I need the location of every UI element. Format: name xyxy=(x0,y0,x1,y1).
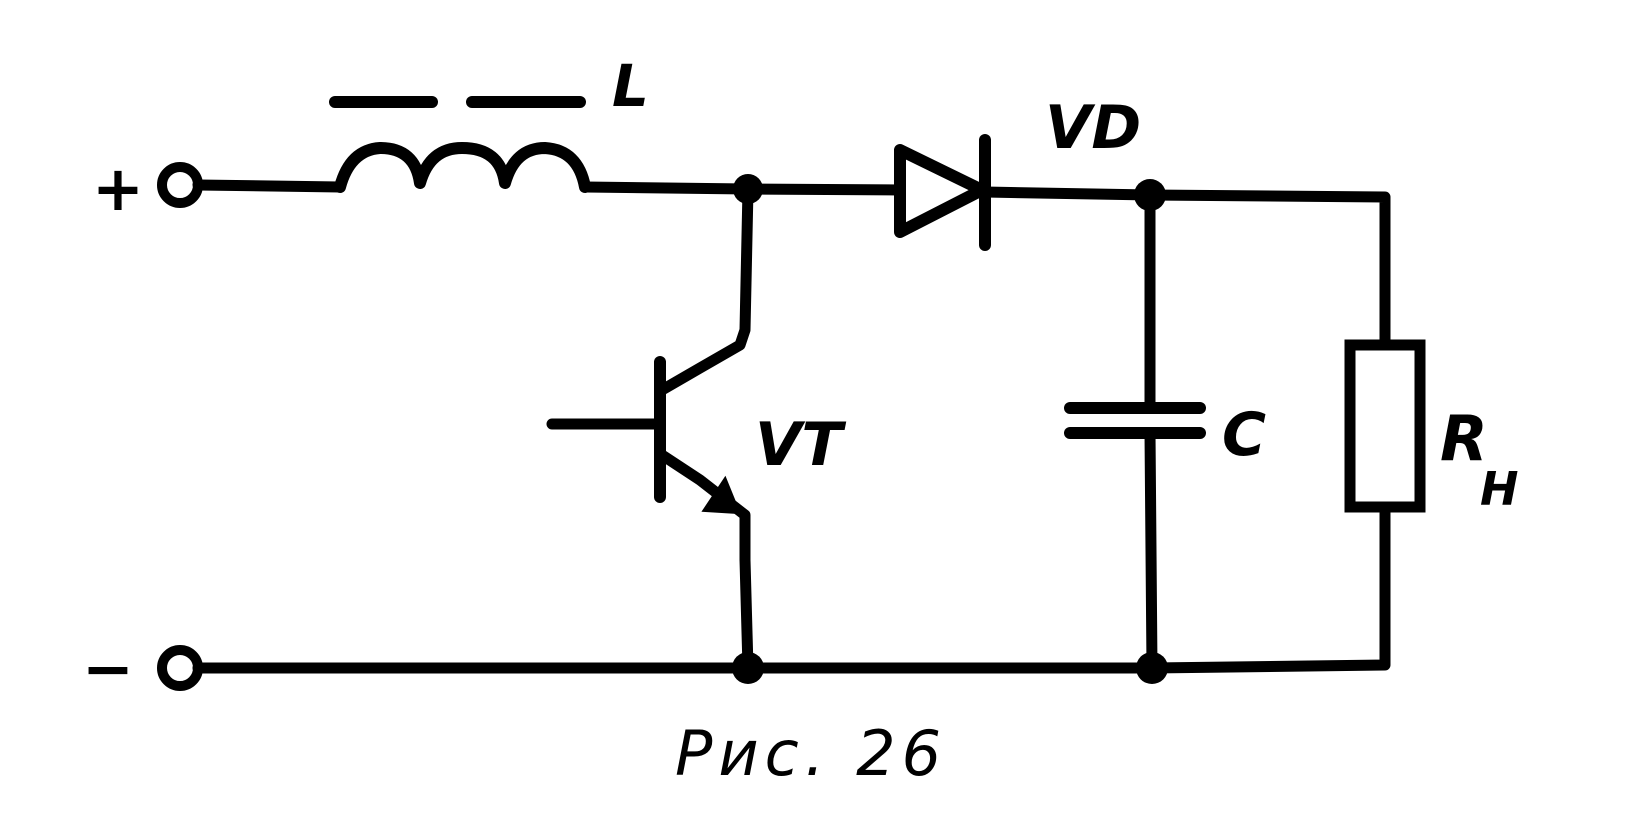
ground-node-transistor xyxy=(732,652,764,684)
wire-plus-to-inductor xyxy=(192,179,346,193)
wire-inductor-to-node xyxy=(579,181,754,195)
plus-terminal-label: + xyxy=(92,152,144,225)
collector-lead xyxy=(656,183,754,396)
capacitor: C xyxy=(1064,189,1266,674)
transistor: VT xyxy=(546,183,846,674)
diode-label: VD xyxy=(1045,93,1141,163)
ground-node-capacitor xyxy=(1136,652,1168,684)
wire-diode-to-output xyxy=(979,186,1156,201)
resistor-label-subscript: H xyxy=(1480,462,1519,516)
wire-node-to-diode xyxy=(742,183,906,196)
capacitor-bottom-lead xyxy=(1144,427,1158,674)
emitter-lead xyxy=(656,449,754,674)
wire-output-to-resistor xyxy=(1144,189,1391,351)
wire-resistor-to-ground xyxy=(1146,501,1391,674)
inductor-coil xyxy=(334,142,591,193)
inductor-label: L xyxy=(612,52,649,120)
resistor-label: R xyxy=(1440,402,1488,475)
diode: VD xyxy=(894,93,1141,251)
diode-triangle xyxy=(894,144,988,238)
capacitor-label: C xyxy=(1222,400,1266,470)
emitter-arrow xyxy=(701,475,742,515)
figure-caption: Рис. 26 xyxy=(675,717,947,790)
transistor-label: VT xyxy=(755,410,846,480)
resistor: R H xyxy=(1146,339,1519,674)
resistor-body xyxy=(1344,339,1426,513)
inductor: L xyxy=(329,52,649,193)
minus-terminal-label: − xyxy=(82,632,134,705)
